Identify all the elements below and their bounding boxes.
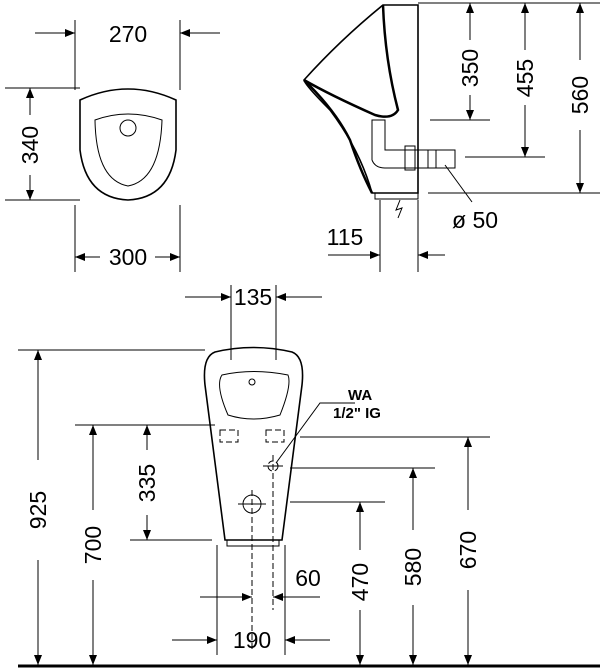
dim-455: 455 [512, 59, 538, 97]
inlet-size: 1/2" IG [333, 405, 381, 422]
dim-670: 670 [455, 531, 481, 569]
dim-470: 470 [347, 563, 373, 601]
dim-925: 925 [25, 491, 51, 529]
dim-135: 135 [234, 284, 272, 310]
dim-700: 700 [80, 526, 106, 564]
dim-335: 335 [134, 464, 160, 502]
dim-270: 270 [109, 21, 147, 47]
dim-340: 340 [17, 126, 43, 164]
dim-190: 190 [233, 627, 271, 653]
side-view: 350 455 560 ø 50 115 [303, 2, 600, 272]
dim-560: 560 [567, 76, 593, 114]
front-view: 135 WA 1/2" IG 925 700 335 470 580 670 6… [18, 284, 600, 668]
drain-circle [119, 119, 137, 137]
bowl-inner [94, 113, 163, 187]
bowl-top-outline [79, 88, 177, 201]
dim-60: 60 [295, 565, 321, 591]
urinal-side-outline [303, 4, 419, 194]
dim-580: 580 [400, 548, 426, 586]
urinal-front-outline [203, 346, 304, 541]
dim-drain-diameter: ø 50 [452, 207, 498, 233]
dim-350: 350 [457, 49, 483, 87]
top-view: 270 340 300 [5, 20, 220, 272]
dim-300: 300 [109, 244, 147, 270]
dim-115: 115 [327, 224, 364, 250]
inlet-label: WA [348, 387, 372, 404]
